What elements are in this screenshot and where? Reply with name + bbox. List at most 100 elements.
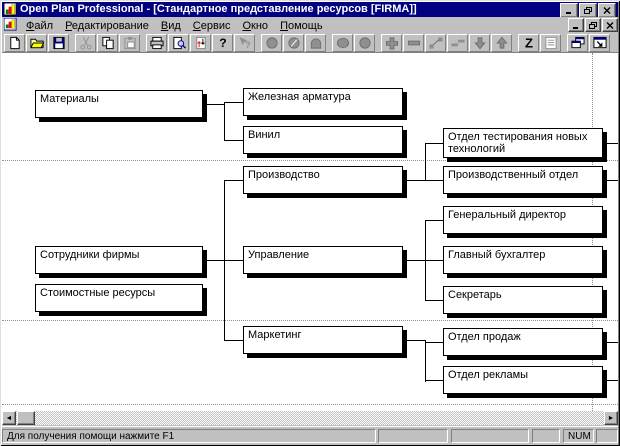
connector-line <box>425 180 443 181</box>
horizontal-scrollbar[interactable]: ◄ ► <box>2 411 618 425</box>
copy-documents-button[interactable] <box>97 33 118 52</box>
diagram-node[interactable]: Производство <box>243 166 403 194</box>
app-icon[interactable] <box>4 3 17 16</box>
transfer-arrows-button[interactable] <box>190 33 211 52</box>
diagram-node[interactable]: Главный бухгалтер <box>443 246 603 274</box>
connector-line <box>224 102 225 141</box>
connector-line <box>203 104 224 105</box>
status-panel <box>596 429 618 443</box>
diagram-node[interactable]: Производственный отдел <box>443 166 603 194</box>
diagram-node[interactable]: Винил <box>243 126 403 154</box>
connector-line <box>425 260 443 261</box>
node-label: Железная арматура <box>248 91 351 103</box>
status-panel <box>532 429 560 443</box>
cut-scissors-icon <box>78 36 94 50</box>
diagram-node[interactable]: Железная арматура <box>243 88 403 116</box>
mdi-minimize-button[interactable] <box>568 18 584 32</box>
menu-item-6[interactable]: Помощь <box>280 19 323 32</box>
connector-line <box>407 260 425 261</box>
diagram-node[interactable]: Материалы <box>35 90 203 118</box>
diagram-node[interactable]: Управление <box>243 246 403 274</box>
menu-item-2[interactable]: Редактирование <box>65 19 149 32</box>
notes-icon <box>543 36 559 50</box>
print-preview-button[interactable] <box>168 33 189 52</box>
toolbar-group: Z <box>518 33 562 52</box>
menu-item-1[interactable]: Файл <box>26 19 54 32</box>
paste-clipboard-icon <box>122 36 138 50</box>
save-floppy-icon <box>51 36 67 50</box>
node-label: Секретарь <box>448 289 502 301</box>
print-button[interactable] <box>146 33 167 52</box>
toolbar-group <box>332 33 376 52</box>
node-label: Маркетинг <box>248 329 302 341</box>
toolbar-group: ?? <box>146 33 256 52</box>
node-label: Отдел рекламы <box>448 369 529 381</box>
diagram-node[interactable]: Секретарь <box>443 286 603 314</box>
open-folder-button[interactable] <box>26 33 47 52</box>
node-label: Производственный отдел <box>448 169 579 181</box>
minimize-button[interactable] <box>560 2 578 18</box>
steps-icon <box>450 36 466 50</box>
scroll-left-button[interactable]: ◄ <box>2 411 16 425</box>
close-icon <box>606 21 614 29</box>
save-floppy-button[interactable] <box>48 33 69 52</box>
menu-item-3[interactable]: Вид <box>160 19 181 32</box>
circle-slash-node-icon <box>286 36 302 50</box>
connector-line <box>425 143 443 144</box>
connector-line <box>425 300 443 301</box>
connector-line <box>425 220 443 221</box>
cut-scissors-button <box>75 33 96 52</box>
open-folder-icon <box>29 36 45 50</box>
zoom-z-icon: Z <box>521 36 537 50</box>
svg-text:?: ? <box>244 40 250 50</box>
toolbar-group <box>4 33 70 52</box>
menu-items: Файл Редактирование Вид Сервис Окно Помощь <box>20 16 329 34</box>
oval-node-icon <box>335 36 351 50</box>
scrollbar-thumb[interactable] <box>17 411 35 425</box>
menu-item-5[interactable]: Окно <box>242 19 269 32</box>
diagram-node[interactable]: Генеральный директор <box>443 206 603 234</box>
paste-clipboard-button <box>119 33 140 52</box>
diagram-node[interactable]: Отдел рекламы <box>443 366 603 394</box>
context-help-button: ? <box>234 33 255 52</box>
minus-icon <box>406 36 422 50</box>
node-label: Материалы <box>40 93 99 105</box>
restore-icon <box>589 21 597 29</box>
arrange-window-button[interactable] <box>589 33 610 52</box>
node-label: Сотрудники фирмы <box>40 249 140 261</box>
mdi-close-button[interactable] <box>602 18 618 32</box>
toolbar-group <box>75 33 141 52</box>
status-panel <box>378 429 448 443</box>
toolbar: ?? Z <box>2 33 618 53</box>
new-document-button[interactable] <box>4 33 25 52</box>
cascade-windows-button[interactable] <box>567 33 588 52</box>
arrow-down-icon <box>472 36 488 50</box>
scroll-right-button[interactable]: ► <box>604 411 618 425</box>
steps-button <box>447 33 468 52</box>
print-preview-icon <box>171 36 187 50</box>
num-lock-indicator: NUM <box>563 429 594 443</box>
help-button[interactable]: ? <box>212 33 233 52</box>
diagram-node[interactable]: Стоимостные ресурсы <box>35 284 203 312</box>
zoom-z-button[interactable]: Z <box>518 33 539 52</box>
mdi-restore-button[interactable] <box>585 18 601 32</box>
connector-line <box>425 342 443 343</box>
diagram-node[interactable]: Отдел тестирования новых технологий <box>443 128 603 158</box>
menu-item-4[interactable]: Сервис <box>192 19 231 32</box>
copy-documents-icon <box>100 36 116 50</box>
diagram-node[interactable]: Отдел продаж <box>443 328 603 356</box>
connector-line <box>607 342 618 343</box>
window-title: Open Plan Professional - [Стандартное пр… <box>20 3 417 15</box>
arch-node-button <box>305 33 326 52</box>
toolbar-group <box>261 33 327 52</box>
node-label: Винил <box>248 129 281 141</box>
connector-line <box>203 260 224 261</box>
minus-button <box>403 33 424 52</box>
document-icon[interactable] <box>4 18 17 31</box>
help-icon: ? <box>215 36 231 50</box>
toolbar-group <box>381 33 513 52</box>
diagram-node[interactable]: Маркетинг <box>243 326 403 354</box>
page-break-line <box>2 320 618 321</box>
diagram-node[interactable]: Сотрудники фирмы <box>35 246 203 274</box>
